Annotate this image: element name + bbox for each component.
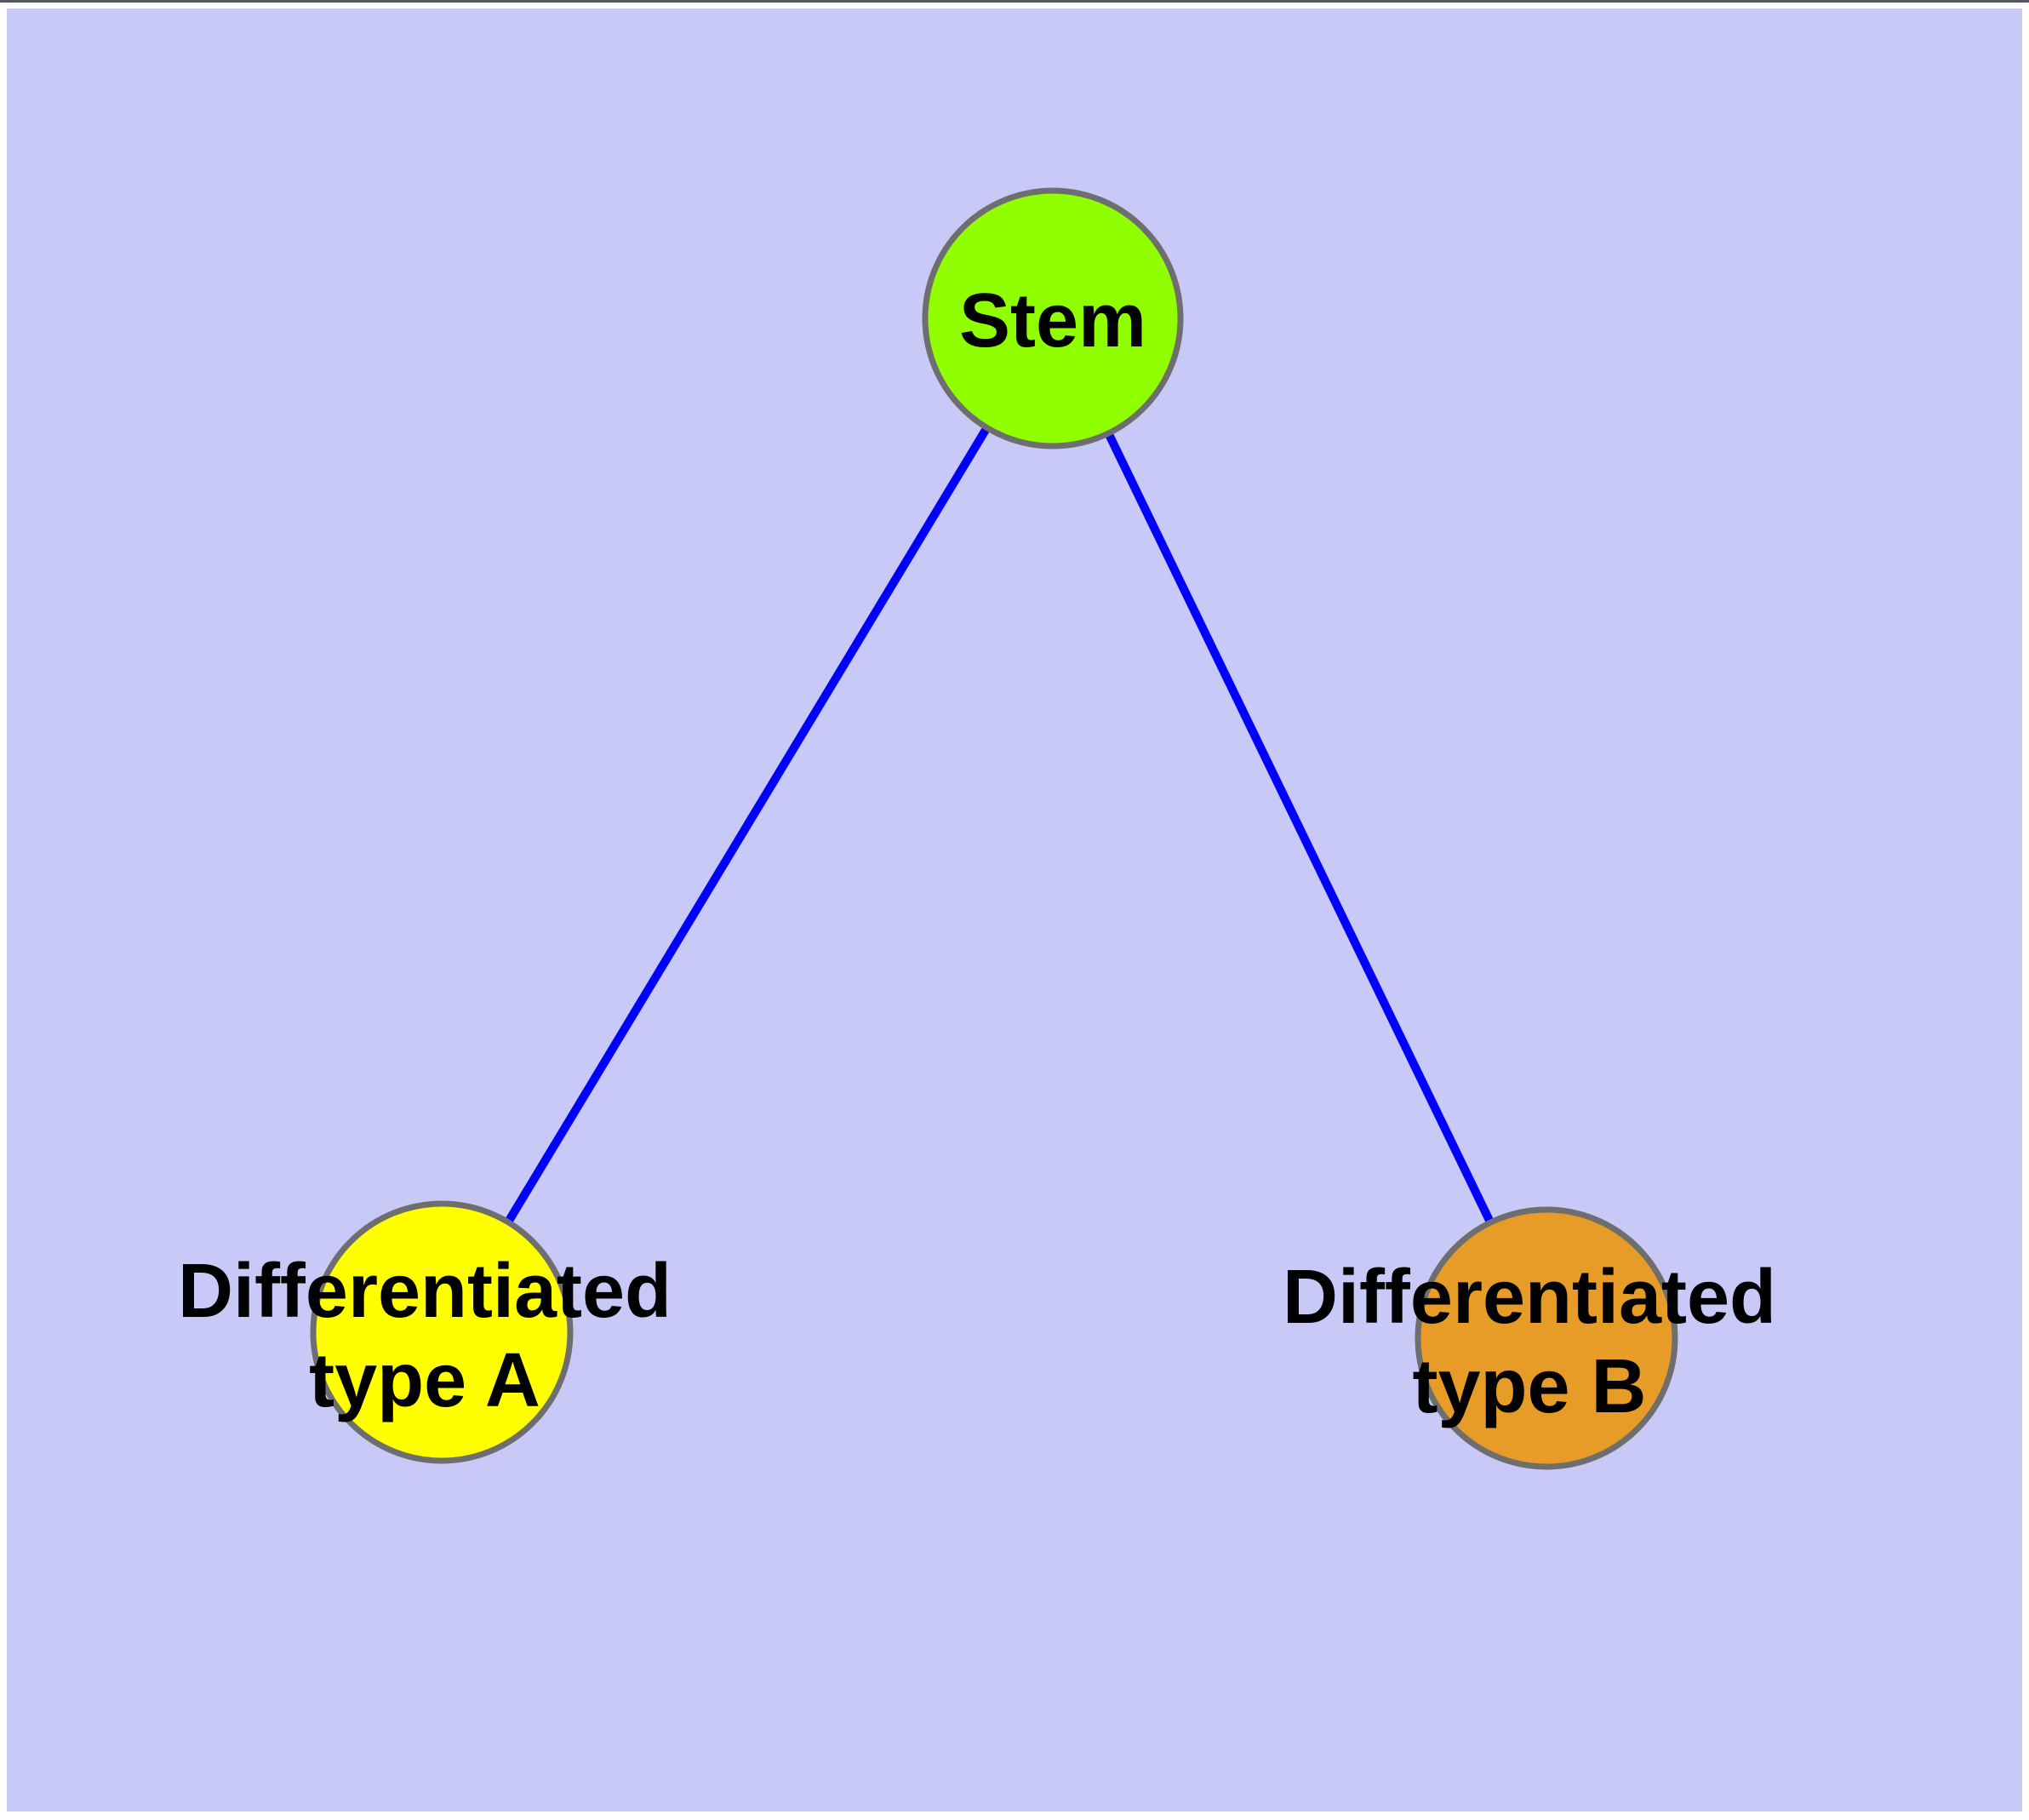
edge-stem-to-type-b	[1049, 316, 1551, 1341]
edge-stem-to-type-a	[437, 316, 1057, 1335]
node-type-a-label-line1: Differentiated	[178, 1249, 672, 1334]
node-stem	[922, 187, 1184, 449]
node-stem-label: Stem	[959, 278, 1146, 363]
top-edge-line	[0, 0, 2029, 3]
node-type-a-label-line2: type A	[309, 1338, 540, 1423]
node-type-a	[310, 1200, 574, 1464]
node-type-b-label-line1: Differentiated	[1283, 1255, 1776, 1340]
node-type-b	[1415, 1206, 1678, 1470]
node-type-b-label-line2: type B	[1412, 1344, 1646, 1429]
